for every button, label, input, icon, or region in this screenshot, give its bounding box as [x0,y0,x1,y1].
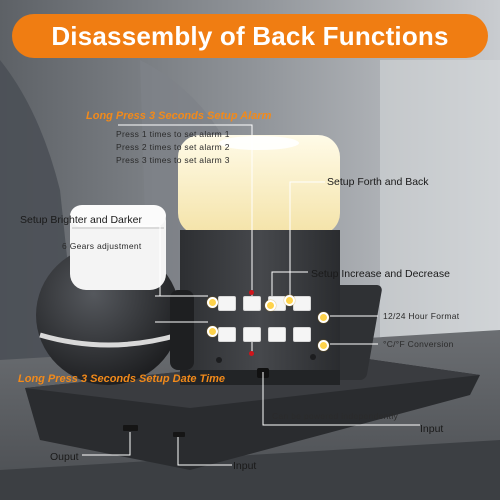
label-temp-conversion: °C/°F Conversion [383,339,454,349]
indicator-dot [207,297,218,308]
label-increase-decrease: Setup Increase and Decrease [311,268,450,280]
button-1[interactable] [218,296,236,311]
indicator-dot [318,312,329,323]
label-output: Ouput [50,451,79,463]
red-marker [249,290,254,295]
indicator-dot [265,300,276,311]
button-6[interactable] [243,327,261,342]
label-independent: Can be powered independently [272,411,399,421]
label-alarm-3: Press 3 times to set alarm 3 [116,155,230,165]
label-input-right: Input [420,423,444,435]
button-5[interactable] [218,327,236,342]
label-gears: 6 Gears adjustment [62,241,142,251]
label-forth-back: Setup Forth and Back [327,176,429,188]
red-marker [249,351,254,356]
label-date-time: Long Press 3 Seconds Setup Date Time [18,373,226,385]
button-4[interactable] [293,296,311,311]
button-2[interactable] [243,296,261,311]
indicator-dot [318,340,329,351]
label-alarm-2: Press 2 times to set alarm 2 [116,142,230,152]
label-input-bottom: Input [233,460,257,472]
banner-title: Disassembly of Back Functions [51,20,449,51]
button-8[interactable] [293,327,311,342]
button-7[interactable] [268,327,286,342]
indicator-dot [207,326,218,337]
label-brighter-darker: Setup Brighter and Darker [20,214,142,226]
label-alarm-1: Press 1 times to set alarm 1 [116,129,230,139]
title-banner: Disassembly of Back Functions [12,14,488,58]
label-alarm-title: Long Press 3 Seconds Setup Alarm [86,110,272,122]
indicator-dot [284,295,295,306]
label-hour-format: 12/24 Hour Format [383,311,460,321]
